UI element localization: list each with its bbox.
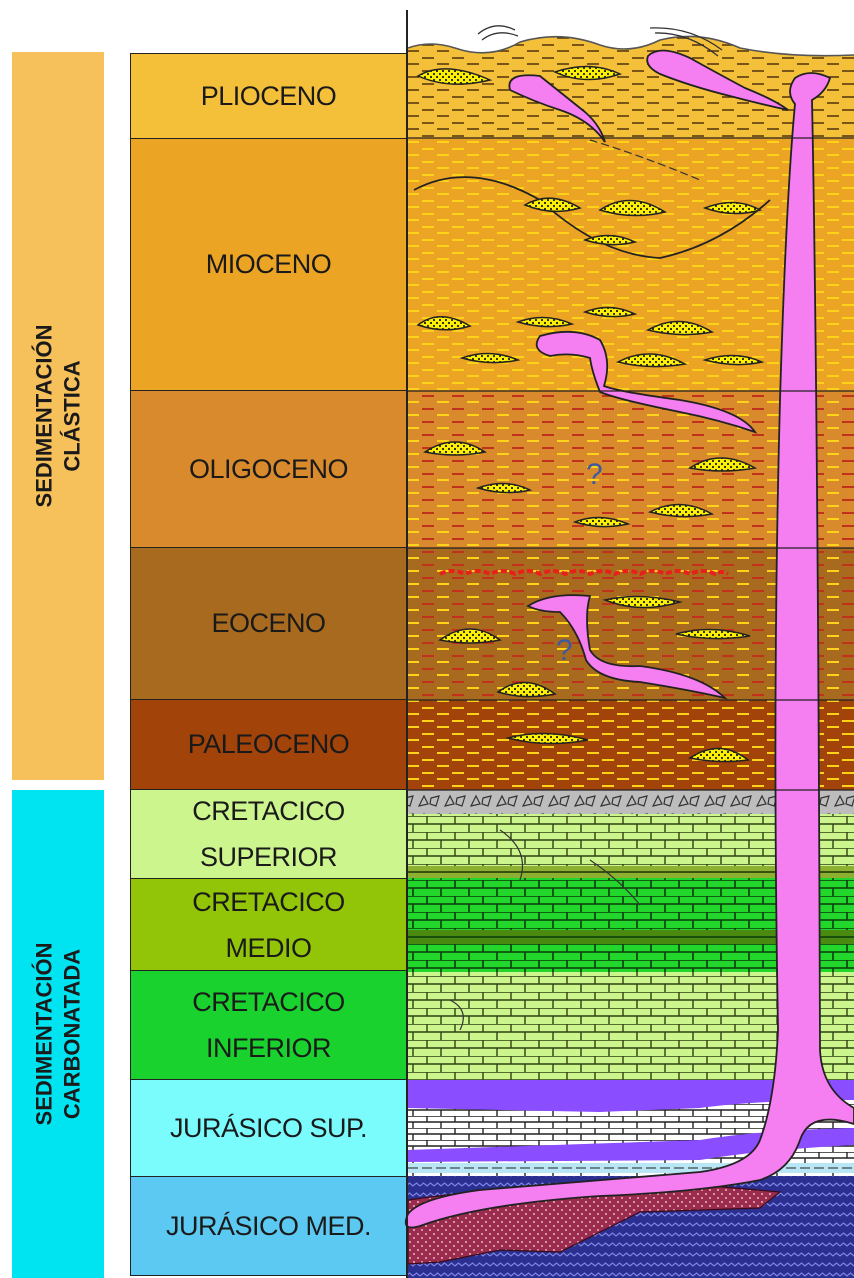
question-mark: ? <box>586 458 603 491</box>
question-mark: ? <box>556 634 573 667</box>
